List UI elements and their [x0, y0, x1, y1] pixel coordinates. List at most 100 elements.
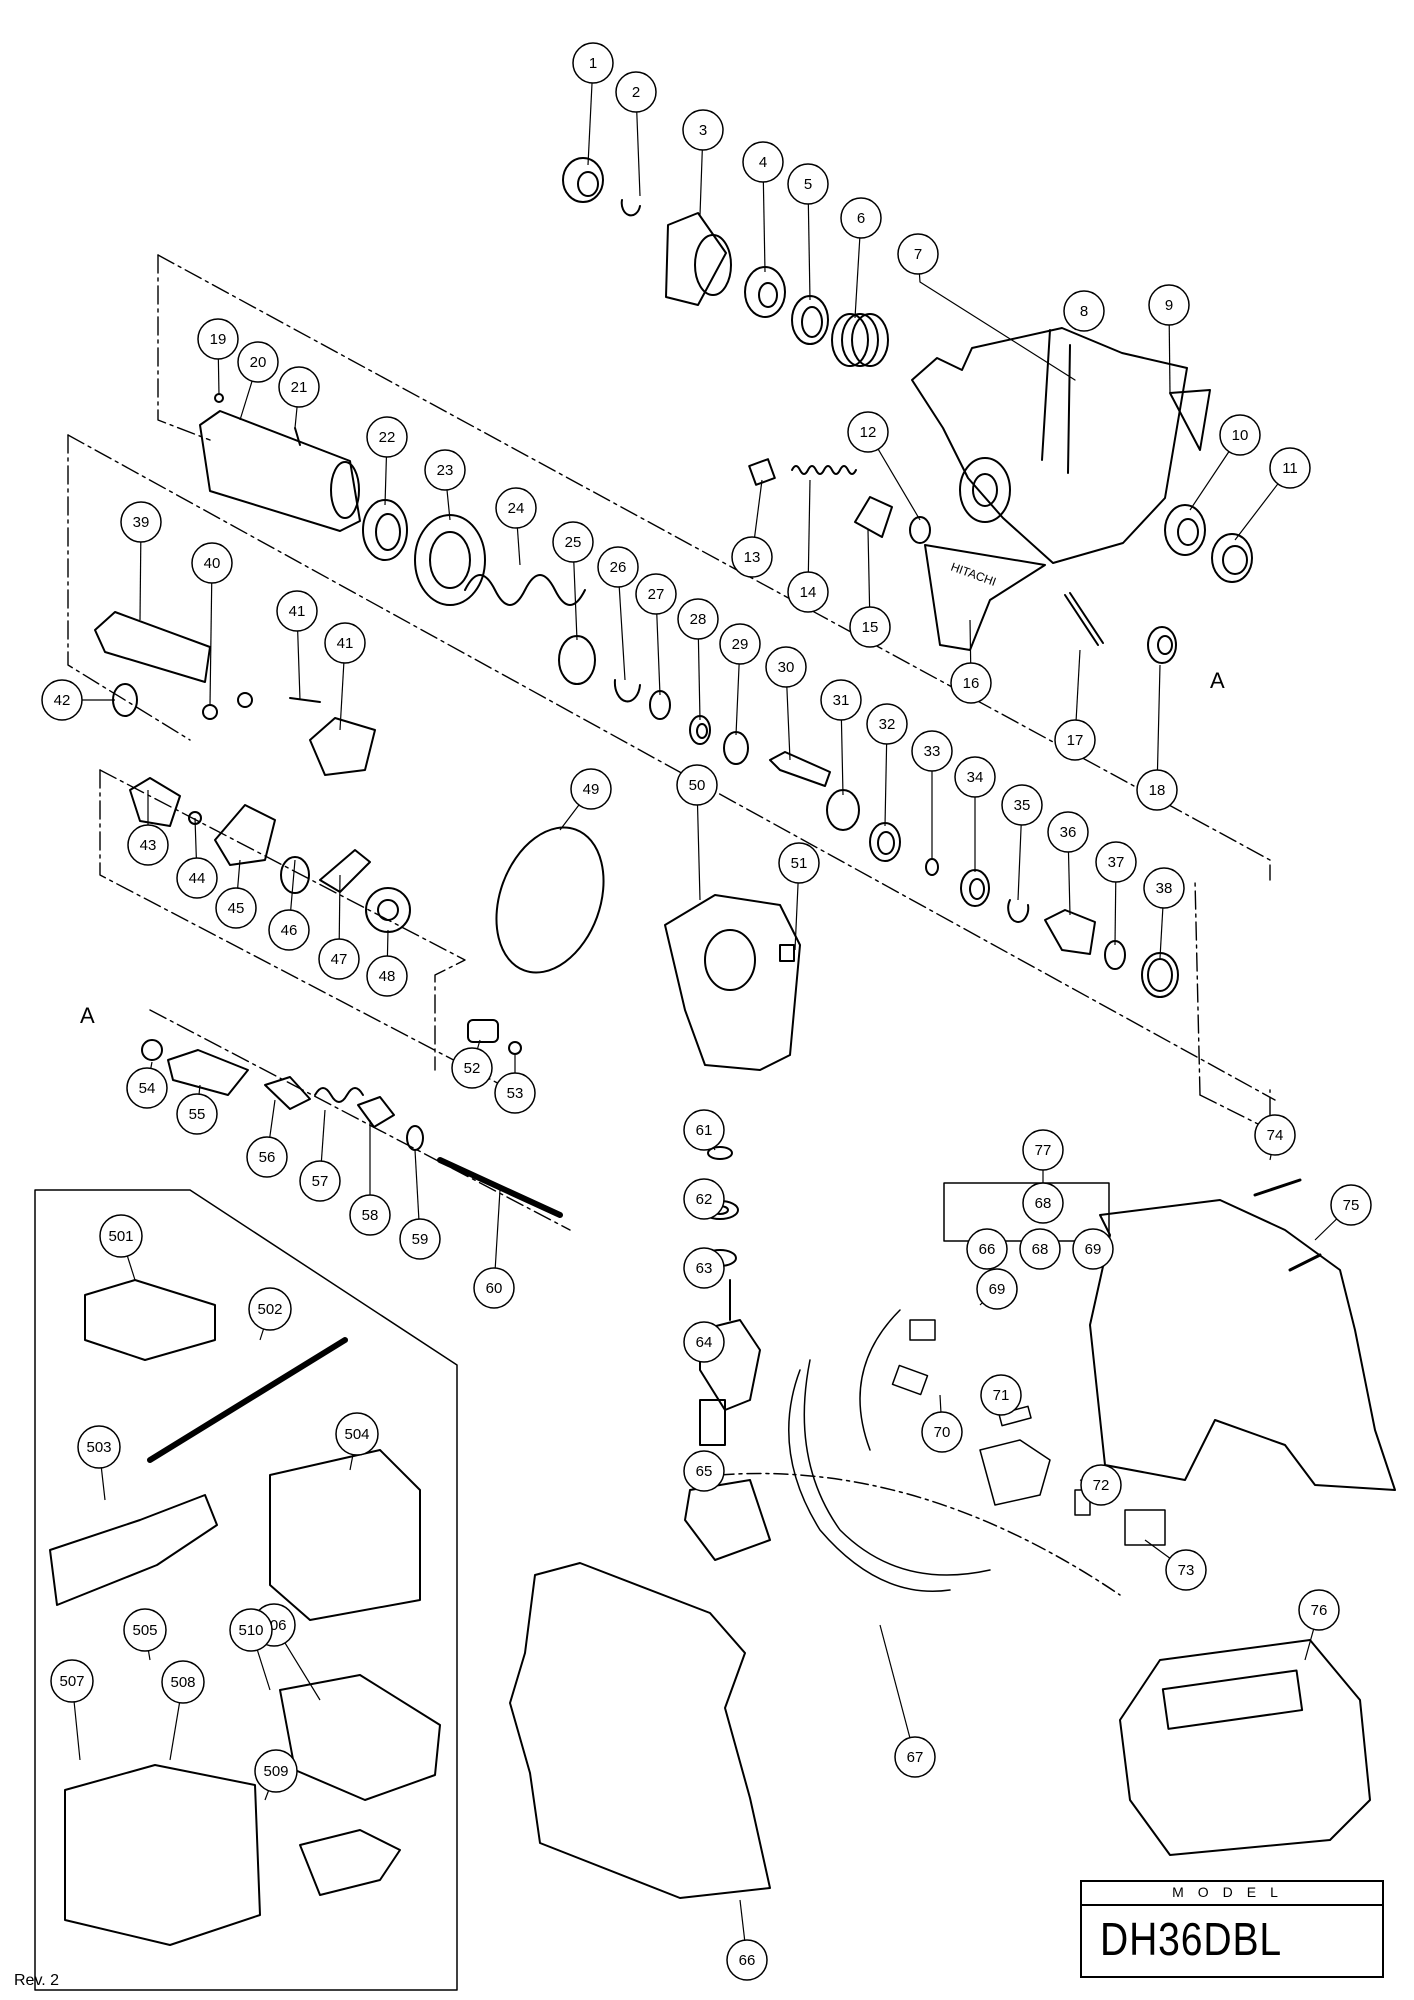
callout-507: 507	[50, 1659, 94, 1703]
callout-number: 73	[1178, 1562, 1195, 1579]
callout-number: 23	[437, 462, 454, 479]
callout-26: 26	[597, 546, 639, 588]
callout-40: 40	[191, 542, 233, 584]
callout-circle	[677, 598, 719, 640]
callout-circle	[41, 679, 83, 721]
callout-circle	[615, 71, 657, 113]
callout-number: 52	[464, 1060, 481, 1077]
callout-number: 507	[59, 1673, 84, 1690]
callout-58: 58	[349, 1194, 391, 1236]
callout-number: 34	[967, 769, 984, 786]
callout-68: 68	[1022, 1182, 1064, 1224]
group-member-66: 66	[966, 1228, 1008, 1270]
callout-number: 13	[744, 549, 761, 566]
callout-19: 19	[197, 318, 239, 360]
callout-circle	[726, 1939, 768, 1981]
callout-number: 7	[914, 246, 922, 263]
callout-31: 31	[820, 679, 862, 721]
callout-circle	[787, 571, 829, 613]
callout-circle	[126, 1067, 168, 1109]
callout-65: 65	[683, 1450, 725, 1492]
callout-circle	[787, 163, 829, 205]
callout-circle	[399, 1218, 441, 1260]
callout-circle	[318, 938, 360, 980]
callout-3: 3	[682, 109, 724, 151]
callout-circle	[921, 1411, 963, 1453]
callout-circle	[324, 622, 366, 664]
model-title-block: MODEL DH36DBL	[1080, 1880, 1384, 1978]
model-separator	[1082, 1904, 1382, 1906]
brand-wordmark: HITACHI	[949, 560, 998, 589]
callout-circle	[1165, 1549, 1207, 1591]
callout-circle	[894, 1736, 936, 1778]
callout-48: 48	[366, 955, 408, 997]
handle-housing-drawing	[509, 1178, 1396, 1899]
callout-number: 17	[1067, 732, 1084, 749]
callout-number: 68	[1032, 1241, 1049, 1258]
callout-circle	[980, 1374, 1022, 1416]
callout-15: 15	[849, 606, 891, 648]
callout-4: 4	[742, 141, 784, 183]
callout-62: 62	[683, 1178, 725, 1220]
callout-circle	[849, 606, 891, 648]
callout-number: 60	[486, 1280, 503, 1297]
callout-66: 66	[726, 1939, 768, 1981]
callout-number: 38	[1156, 880, 1173, 897]
callout-circle	[299, 1160, 341, 1202]
callout-number: 61	[696, 1122, 713, 1139]
callout-24: 24	[495, 487, 537, 529]
callout-8: 8	[1063, 290, 1105, 332]
gear-housing-drawing	[664, 894, 801, 1071]
callout-number: 4	[759, 154, 767, 171]
callout-number: 71	[993, 1387, 1010, 1404]
callout-circle	[120, 501, 162, 543]
callout-number: 8	[1080, 303, 1088, 320]
callout-circle	[635, 573, 677, 615]
callout-circle	[847, 411, 889, 453]
callout-circle	[597, 546, 639, 588]
callout-circle	[335, 1412, 379, 1456]
callout-circle	[966, 1228, 1008, 1270]
cylinder-assembly-drawing	[199, 393, 1179, 998]
callout-55: 55	[176, 1093, 218, 1135]
callout-35: 35	[1001, 784, 1043, 826]
callout-circle	[676, 764, 718, 806]
callout-22: 22	[366, 416, 408, 458]
callout-number: 63	[696, 1260, 713, 1277]
callout-38: 38	[1143, 867, 1185, 909]
callout-36: 36	[1047, 811, 1089, 853]
callout-23: 23	[424, 449, 466, 491]
callout-42: 42	[41, 679, 83, 721]
callout-number: 20	[250, 354, 267, 371]
callout-circle	[191, 542, 233, 584]
callout-number: 67	[907, 1749, 924, 1766]
callout-number: 40	[204, 555, 221, 572]
callout-number: 45	[228, 900, 245, 917]
callout-509: 509	[254, 1749, 298, 1793]
callout-5: 5	[787, 163, 829, 205]
callout-508: 508	[161, 1660, 205, 1704]
callout-circle	[215, 887, 257, 929]
callout-56: 56	[246, 1136, 288, 1178]
callout-75: 75	[1330, 1184, 1372, 1226]
callout-circle	[473, 1267, 515, 1309]
callout-circle	[278, 366, 320, 408]
callout-circle	[683, 1450, 725, 1492]
callout-17: 17	[1054, 719, 1096, 761]
callout-circle	[229, 1608, 273, 1652]
callout-number: 12	[860, 424, 877, 441]
callout-circle	[742, 141, 784, 183]
callout-circle	[976, 1268, 1018, 1310]
callout-circle	[820, 679, 862, 721]
callout-number: 6	[857, 210, 865, 227]
callout-circle	[683, 1321, 725, 1363]
callout-1: 1	[572, 42, 614, 84]
callout-number: 69	[989, 1281, 1006, 1298]
callout-circle	[1054, 719, 1096, 761]
callout-number: 503	[86, 1439, 111, 1456]
callout-number: 31	[833, 692, 850, 709]
callout-7: 7	[897, 233, 939, 275]
callout-circle	[1047, 811, 1089, 853]
callout-number: 37	[1108, 854, 1125, 871]
